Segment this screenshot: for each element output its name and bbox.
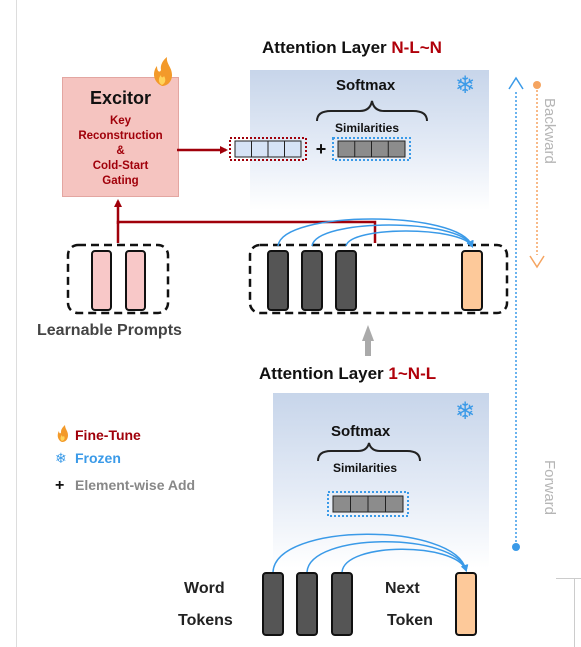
excitor-line: Cold-Start	[92, 160, 149, 172]
word-token	[296, 572, 318, 636]
word-token	[262, 572, 284, 636]
legend-element-wise-add: +Element-wise Add	[55, 477, 196, 494]
snowflake-icon: ❄	[455, 72, 476, 99]
word-token	[331, 572, 353, 636]
plus-icon: +	[55, 477, 65, 494]
excitor-line: Gating	[102, 175, 139, 187]
similarities-label-top: Similarities	[335, 121, 400, 135]
layer-range-top: N-L~N	[391, 38, 442, 57]
element-wise-add-sign: +	[316, 139, 327, 159]
attention-layer-top-title: Attention Layer N-L~N	[262, 38, 442, 57]
attention-layer-bottom-title: Attention Layer 1~N-L	[259, 364, 437, 383]
learnable-prompts-container	[66, 243, 170, 315]
word-token	[301, 250, 323, 311]
softmax-label-bottom: Softmax	[331, 423, 391, 440]
snowflake-icon: ❄	[55, 450, 67, 466]
page-left-rule	[16, 0, 17, 647]
snowflake-icon: ❄	[455, 398, 476, 425]
bracket-top	[316, 100, 428, 122]
excitor-line: Key	[109, 115, 132, 127]
attention-layer-top-panel	[250, 70, 489, 210]
similarities-label-bottom: Similarities	[333, 461, 398, 475]
similarity-vector-top	[332, 137, 411, 161]
next-label: Next	[385, 580, 420, 597]
excitor-line: Reconstruction	[78, 130, 163, 142]
next-token	[455, 572, 477, 636]
fire-icon	[57, 425, 68, 442]
token-sequence-container	[248, 243, 509, 315]
word-label: Word	[184, 580, 225, 597]
softmax-label-top: Softmax	[336, 77, 396, 94]
learnable-prompt	[125, 250, 146, 311]
excitor-module: Excitor Key Reconstruction & Cold-Start …	[62, 77, 179, 197]
tokens-label: Tokens	[178, 612, 233, 629]
key-feedback-arrow	[114, 199, 377, 243]
excitor-line: &	[116, 145, 125, 157]
token-label: Token	[387, 612, 433, 629]
learnable-prompt	[91, 250, 112, 311]
attention-arcs-bottom	[272, 533, 469, 573]
forward-label: Forward	[541, 460, 558, 516]
fire-icon	[154, 57, 172, 86]
prompt-key-vector	[229, 137, 307, 161]
forward-arrow	[508, 76, 524, 551]
excitor-title: Excitor	[89, 88, 152, 108]
layer-range-bottom: 1~N-L	[388, 364, 437, 383]
legend-fine-tune: Fine-Tune	[75, 427, 141, 443]
attention-arcs-top	[277, 218, 474, 248]
similarity-vector-bottom	[327, 491, 409, 517]
learnable-prompts-label: Learnable Prompts	[37, 322, 182, 339]
corner-rule-vertical	[574, 578, 575, 647]
bracket-bottom	[317, 442, 421, 462]
next-token	[461, 250, 483, 311]
attention-layer-bottom-panel	[273, 393, 489, 568]
backward-arrow	[529, 81, 545, 269]
word-token	[335, 250, 357, 311]
corner-rule-horizontal	[556, 578, 581, 579]
word-token	[267, 250, 289, 311]
backward-label: Backward	[541, 98, 558, 164]
legend-frozen: ❄Frozen	[55, 450, 121, 466]
